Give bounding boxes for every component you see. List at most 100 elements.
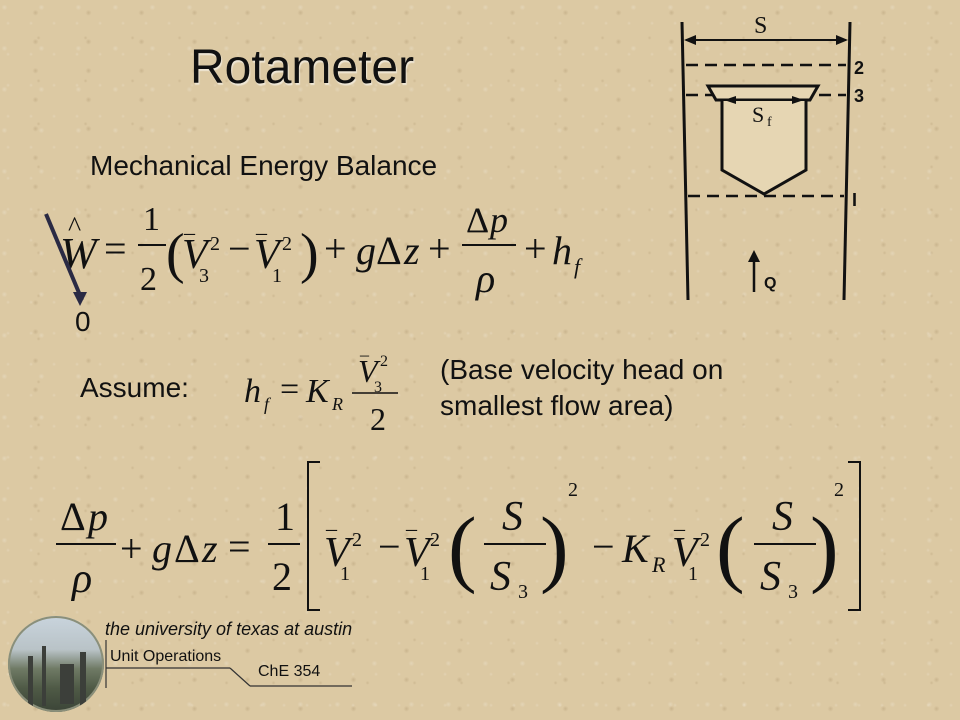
- svg-text:+: +: [120, 526, 143, 571]
- label-sf-sub: f: [767, 115, 772, 130]
- svg-text:=: =: [280, 371, 299, 408]
- svg-text:K: K: [305, 373, 331, 410]
- s-arrow-right-icon: [836, 35, 848, 45]
- svg-text:R: R: [331, 394, 343, 414]
- svg-text:z: z: [201, 526, 218, 571]
- svg-text:V: V: [358, 353, 381, 389]
- svg-text:S: S: [490, 554, 511, 600]
- svg-text:ρ: ρ: [70, 556, 92, 602]
- svg-text:_: _: [673, 508, 686, 533]
- svg-text:Δ: Δ: [174, 526, 200, 571]
- svg-text:g: g: [356, 228, 376, 273]
- velocity-head-note: (Base velocity head on smallest flow are…: [440, 354, 724, 421]
- course-name: Unit Operations: [110, 648, 222, 665]
- assume-label: Assume:: [80, 372, 189, 403]
- svg-text:−: −: [228, 226, 251, 271]
- friction-loss-equation: h f = K R V _ 2 3 2: [244, 338, 398, 437]
- svg-text:+: +: [524, 226, 547, 271]
- svg-text:p: p: [487, 200, 508, 240]
- svg-text:_: _: [183, 212, 196, 237]
- svg-text:_: _: [325, 508, 338, 533]
- svg-text:(: (: [448, 499, 477, 595]
- svg-text:g: g: [152, 526, 172, 571]
- svg-text:S: S: [502, 494, 523, 540]
- svg-text:V: V: [404, 530, 434, 576]
- svg-text:2: 2: [370, 401, 386, 437]
- svg-text:3: 3: [374, 379, 382, 396]
- tube-left-wall: [680, 21, 690, 301]
- svg-text:R: R: [651, 552, 666, 577]
- svg-text:1: 1: [340, 563, 350, 585]
- svg-text:1: 1: [143, 201, 160, 238]
- svg-text:(: (: [166, 223, 185, 285]
- svg-text:f: f: [574, 254, 583, 279]
- svg-text:V: V: [182, 232, 212, 278]
- station-3-label: 3: [854, 86, 864, 106]
- svg-text:(: (: [716, 499, 745, 595]
- zero-label: 0: [75, 306, 91, 337]
- svg-text:=: =: [104, 226, 127, 271]
- svg-text:2: 2: [140, 261, 157, 298]
- svg-text:f: f: [264, 394, 272, 414]
- course-code: ChE 354: [258, 663, 321, 680]
- svg-text:2: 2: [834, 479, 844, 501]
- svg-text:3: 3: [788, 581, 798, 603]
- svg-text:3: 3: [199, 265, 209, 287]
- tube-right-wall: [842, 21, 852, 301]
- svg-text:h: h: [552, 228, 572, 273]
- svg-text:2: 2: [352, 529, 362, 551]
- label-s: S: [754, 13, 767, 39]
- float-icon: [705, 84, 821, 196]
- svg-text:2: 2: [568, 479, 578, 501]
- university-name: the university of texas at austin: [105, 619, 353, 639]
- svg-text:2: 2: [700, 529, 710, 551]
- svg-text:S: S: [760, 554, 781, 600]
- svg-text:3: 3: [518, 581, 528, 603]
- svg-text:2: 2: [430, 529, 440, 551]
- svg-text:2: 2: [210, 233, 220, 255]
- svg-text:_: _: [359, 338, 370, 358]
- rotameter-balance-equation: Δ p ρ + g Δ z = 1 2 V _ 2 1 − V _ 2 1 ( …: [56, 461, 861, 611]
- svg-text:): ): [540, 499, 569, 595]
- svg-text:Δ: Δ: [60, 494, 86, 539]
- svg-text:Δ: Δ: [376, 228, 402, 273]
- svg-text:2: 2: [282, 233, 292, 255]
- svg-text:W: W: [60, 229, 100, 278]
- svg-text:+: +: [428, 226, 451, 271]
- label-sf: S: [752, 102, 764, 127]
- svg-text:_: _: [405, 508, 418, 533]
- svg-text:S: S: [772, 494, 793, 540]
- svg-text:=: =: [228, 524, 251, 569]
- station-1-label: I: [852, 190, 857, 210]
- refinery-logo: [8, 616, 104, 712]
- svg-text:p: p: [85, 494, 108, 539]
- svg-text:V: V: [324, 530, 354, 576]
- svg-text:^: ^: [68, 212, 81, 243]
- page-title: Rotameter: [190, 41, 415, 94]
- svg-text:1: 1: [275, 494, 295, 539]
- s-arrow-left-icon: [684, 35, 696, 45]
- station-2-label: 2: [854, 58, 864, 78]
- svg-text:z: z: [403, 228, 420, 273]
- svg-text:1: 1: [272, 265, 282, 287]
- svg-text:): ): [300, 223, 319, 285]
- svg-text:2: 2: [380, 353, 388, 370]
- svg-text:+: +: [324, 226, 347, 271]
- svg-text:_: _: [255, 212, 268, 237]
- rotameter-diagram: S 2 3 S f I Q: [680, 13, 864, 301]
- svg-text:−: −: [592, 524, 615, 569]
- flow-label: Q: [764, 275, 776, 292]
- svg-text:V: V: [672, 530, 702, 576]
- svg-text:): ): [810, 499, 839, 595]
- svg-text:V: V: [254, 232, 284, 278]
- svg-text:−: −: [378, 524, 401, 569]
- footer-rule-lines: [105, 640, 352, 688]
- section-heading: Mechanical Energy Balance: [90, 150, 438, 181]
- svg-text:K: K: [621, 526, 651, 571]
- svg-text:1: 1: [688, 563, 698, 585]
- svg-text:ρ: ρ: [474, 256, 495, 301]
- svg-text:1: 1: [420, 563, 430, 585]
- svg-text:h: h: [244, 373, 261, 410]
- flow-arrow-icon: [748, 250, 760, 262]
